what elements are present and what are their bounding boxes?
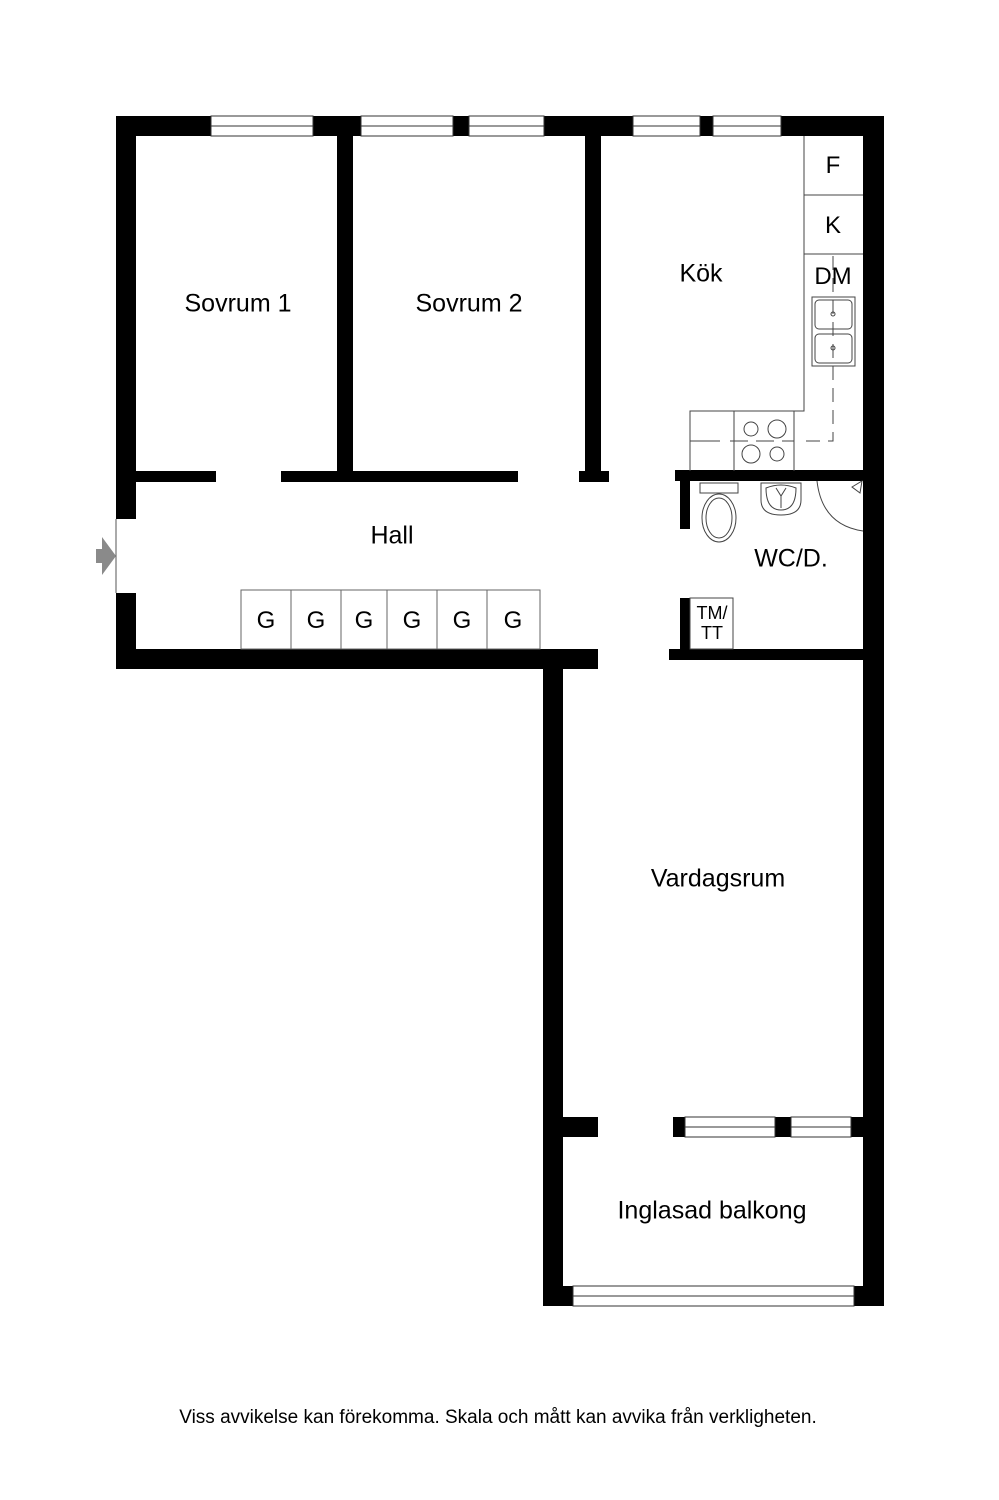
wardrobe-label: G [402,607,422,634]
washbasin-icon [760,482,802,516]
shower-door-arc-icon [816,480,864,532]
entry-arrow-icon [96,537,116,575]
walls [116,116,884,1306]
stove-icon [741,419,787,464]
room-label-wc: WC/D. [754,544,828,573]
disclaimer-text: Viss avvikelse kan förekomma. Skala och … [179,1407,817,1428]
wardrobe-label: G [354,607,374,634]
tm-tt-unit [689,597,734,650]
room-label-vardagsrum: Vardagsrum [650,864,786,893]
windows [210,115,855,1307]
fridge-label: F [825,152,841,179]
freezer-label: K [824,212,842,239]
room-label-sovrum1: Sovrum 1 [184,289,292,318]
wc-fixtures [689,480,864,650]
wardrobes [240,589,541,650]
wardrobe-label: G [452,607,472,634]
room-label-kok: Kök [679,259,723,288]
room-label-balkong: Inglasad balkong [617,1196,807,1225]
room-label-sovrum2: Sovrum 2 [415,289,523,318]
wardrobe-label: G [256,607,276,634]
wardrobe-label: G [306,607,326,634]
dishwasher-label: DM [814,263,852,290]
tm-tt-label: TM/ TT [696,603,728,643]
room-label-hall: Hall [370,521,414,550]
kitchen-counter [689,136,863,471]
wardrobe-label: G [503,607,523,634]
toilet-icon [699,482,739,543]
